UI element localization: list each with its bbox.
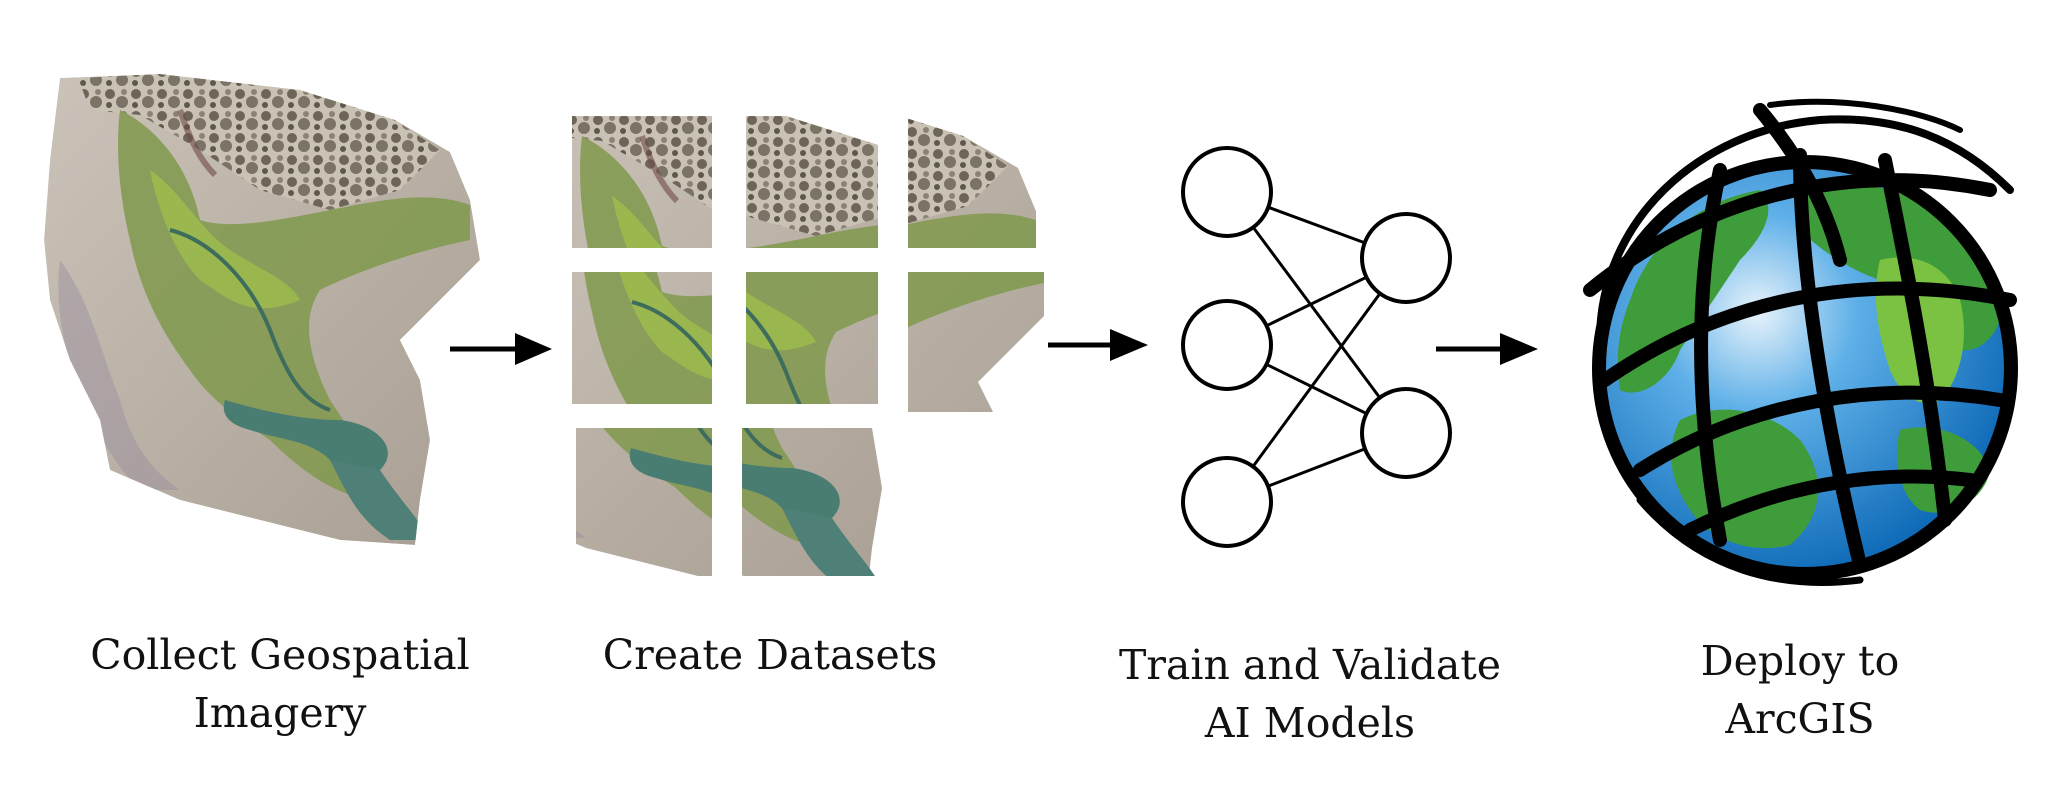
label-line: Deploy to — [1700, 637, 1900, 685]
input-node — [1181, 146, 1273, 238]
arrow-right-icon — [1048, 329, 1148, 361]
label-line: Create Datasets — [602, 631, 938, 679]
step-label-collect: Collect Geospatial Imagery — [40, 626, 520, 742]
step-label-create: Create Datasets — [540, 626, 1000, 684]
globe-icon — [1583, 98, 2023, 586]
output-node — [1360, 387, 1452, 479]
output-node — [1360, 212, 1452, 304]
label-line: Train and Validate — [1118, 641, 1501, 689]
label-line: AI Models — [1204, 699, 1416, 747]
label-line: Imagery — [193, 689, 367, 737]
aerial-mosaic-icon — [44, 74, 480, 545]
label-line: ArcGIS — [1725, 695, 1875, 743]
arrow-right-icon — [450, 333, 552, 365]
arrow-right-icon — [1436, 333, 1538, 365]
input-node — [1181, 456, 1273, 548]
step-label-train: Train and Validate AI Models — [1060, 636, 1560, 752]
input-node — [1181, 299, 1273, 391]
step-label-deploy: Deploy to ArcGIS — [1580, 632, 2020, 748]
neural-network-icon — [1181, 146, 1452, 548]
label-line: Collect Geospatial — [90, 631, 470, 679]
